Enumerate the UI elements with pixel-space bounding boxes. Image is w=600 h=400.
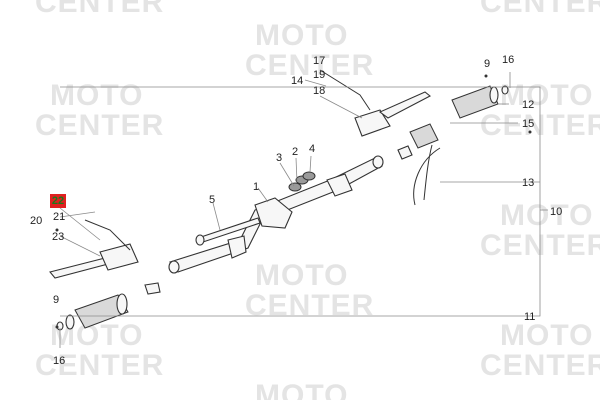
watermark-text: MOTO [50, 79, 143, 112]
selected-part-marker[interactable]: 22 [50, 194, 66, 208]
watermark-text: CENTER [35, 0, 164, 19]
callout-18[interactable]: 18 [313, 85, 325, 97]
watermark-text: CENTER [35, 109, 164, 142]
callout-labels: 1 2 3 4 5 9 9 10 11 12 13 14 15 16 16 17… [30, 54, 562, 367]
callout-14[interactable]: 14 [291, 75, 303, 87]
callout-1[interactable]: 1 [253, 181, 259, 193]
watermark-text: CENTER [480, 349, 600, 382]
callout-21[interactable]: 21 [53, 211, 65, 223]
left-lever-assembly [49, 219, 161, 295]
callout-11[interactable]: 11 [524, 311, 535, 323]
watermark-text: MOTO [255, 259, 348, 292]
watermark-text: CENTER [480, 0, 600, 19]
throttle-cable [413, 144, 441, 206]
anchor-dots [55, 74, 532, 329]
watermark-text: MOTO [50, 319, 143, 352]
callout-19[interactable]: 19 [313, 69, 325, 81]
callout-17[interactable]: 17 [313, 55, 325, 67]
callout-13[interactable]: 13 [522, 177, 534, 189]
watermark-text: CENTER [245, 49, 374, 82]
handlebar-tube [168, 155, 384, 274]
callout-9-right[interactable]: 9 [484, 58, 490, 70]
watermark-text: CENTER [245, 289, 374, 322]
callout-12[interactable]: 12 [522, 99, 534, 111]
watermark-text: MOTO [255, 19, 348, 52]
watermark-text: MOTO [500, 79, 593, 112]
callout-5[interactable]: 5 [209, 194, 215, 206]
watermark-text: CENTER [35, 349, 164, 382]
callout-22: 22 [52, 195, 64, 207]
callout-2[interactable]: 2 [292, 146, 298, 158]
callout-10[interactable]: 10 [550, 206, 562, 218]
callout-16-right[interactable]: 16 [502, 54, 514, 66]
clamp-bolt [195, 217, 261, 246]
callout-15[interactable]: 15 [522, 118, 534, 130]
watermark-text: MOTO [255, 379, 348, 400]
callout-20[interactable]: 20 [30, 215, 42, 227]
callout-3[interactable]: 3 [276, 152, 282, 164]
watermark-text: MOTO [500, 319, 593, 352]
leader-lines [59, 72, 548, 348]
callout-9-left[interactable]: 9 [53, 294, 59, 306]
watermark-text: MOTO [500, 199, 593, 232]
highlight-box [50, 194, 66, 208]
right-brake-assembly [319, 69, 432, 160]
callout-16-left[interactable]: 16 [53, 355, 65, 367]
washer-stack [288, 171, 316, 192]
watermark-layer: CENTER CENTER MOTO CENTER MOTO CENTER MO… [35, 0, 600, 400]
callout-4[interactable]: 4 [309, 143, 315, 155]
callout-23[interactable]: 23 [52, 231, 64, 243]
left-grip [56, 293, 129, 331]
